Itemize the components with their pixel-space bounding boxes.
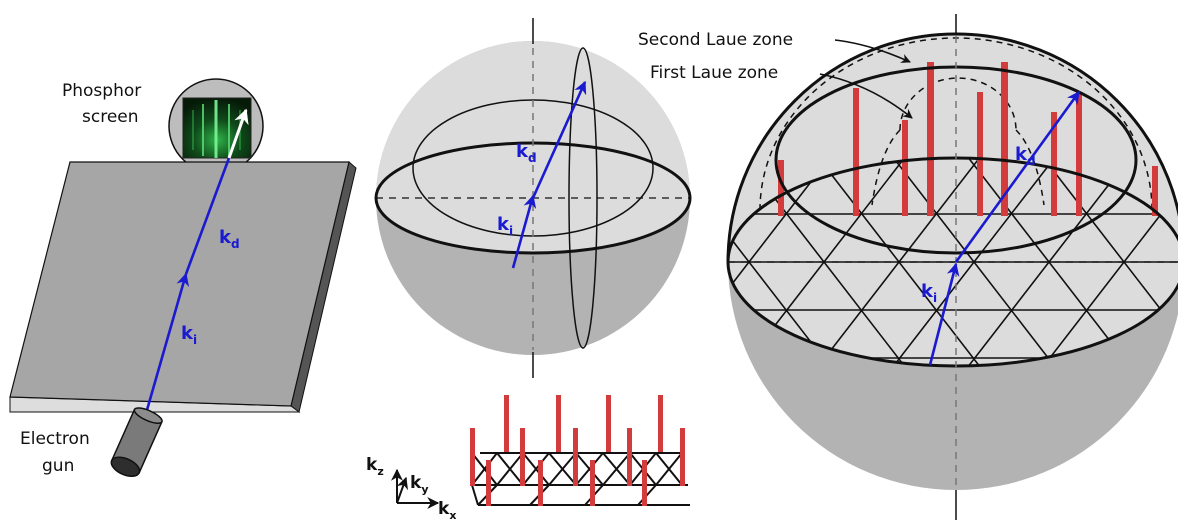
electron-gun-label-line1: Electron: [20, 429, 90, 449]
first-laue-zone-label: First Laue zone: [650, 63, 778, 83]
kx-axis-label: kx: [438, 499, 456, 522]
ky-axis-label: ky: [410, 473, 428, 496]
panel-laue-zones: kd ki Second Laue zone First Laue zone: [638, 14, 1178, 520]
electron-gun-label-line2: gun: [42, 456, 74, 476]
electron-gun-icon: [108, 405, 163, 480]
sample-top-surface: [10, 162, 349, 406]
panel-geometry: Phosphor screen Electron gun kd ki: [10, 79, 356, 480]
kz-axis-label: kz: [366, 455, 384, 478]
panel-ewald-sphere: kd ki: [376, 18, 690, 378]
second-laue-zone-label: Second Laue zone: [638, 30, 793, 50]
phosphor-screen-label-line1: Phosphor: [62, 81, 141, 101]
phosphor-screen-label-line2: screen: [82, 107, 139, 127]
panel-reciprocal-lattice: kz ky kx: [366, 395, 690, 522]
triangular-lattice: [472, 453, 690, 505]
